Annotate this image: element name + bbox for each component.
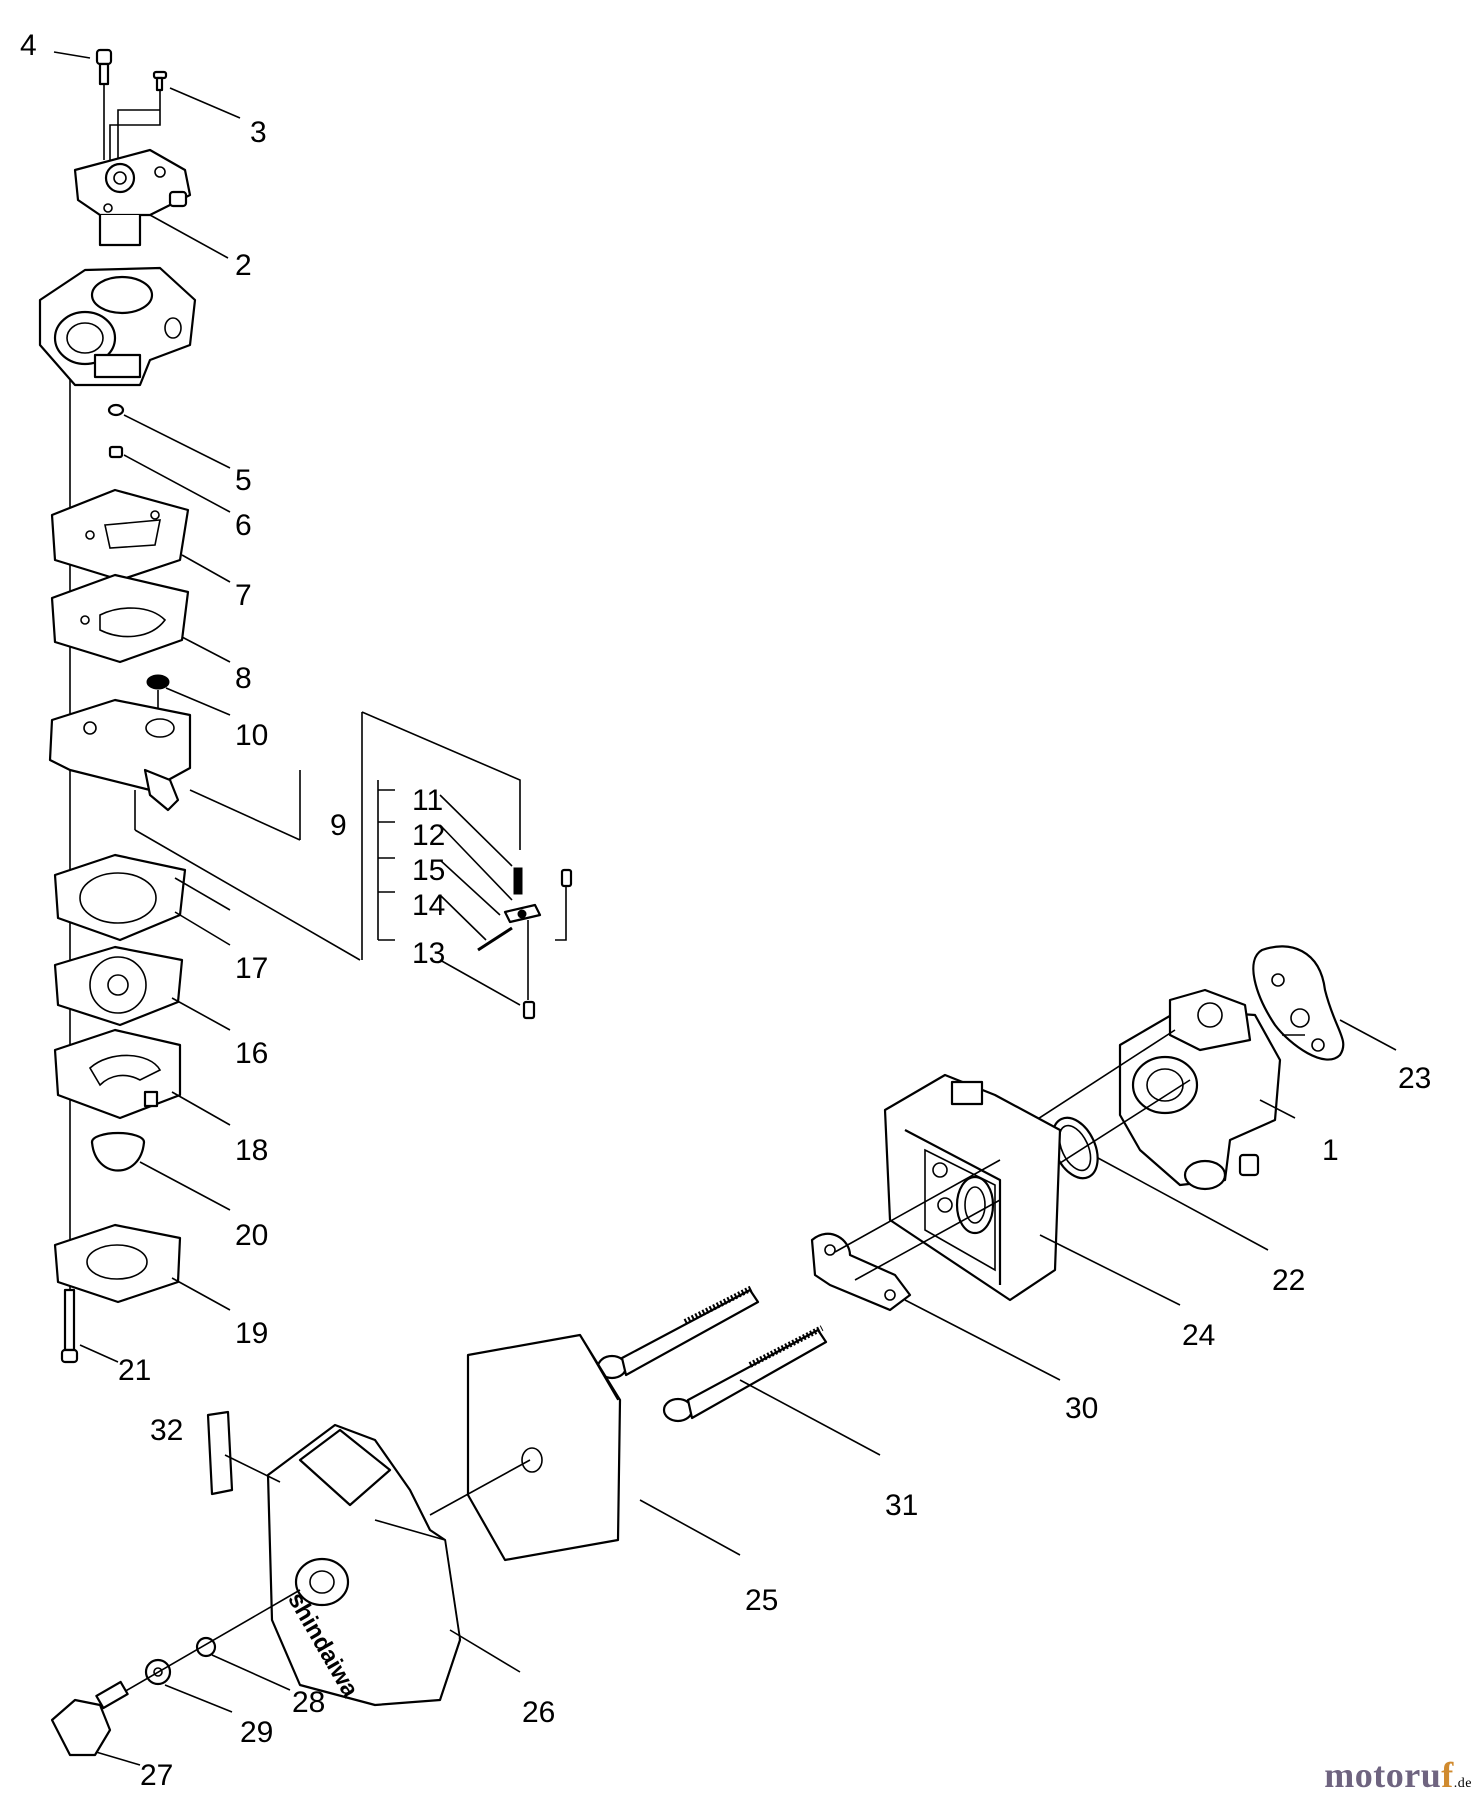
callout-28: 28 [292,1686,325,1719]
callout-9: 9 [330,809,347,842]
callout-32: 32 [150,1414,183,1447]
watermark: motoruf.de [1324,1754,1472,1796]
callout-4: 4 [20,29,37,62]
part-2-throttle-body [73,148,192,247]
part-13-screw [522,920,536,1020]
part-26-air-filter-cover: shindaiwa [266,1423,462,1707]
callout-22: 22 [1272,1264,1305,1297]
part-1-carburetor-assembly [1118,988,1282,1191]
part-4-screw [95,48,113,160]
callout-labels: 4 3 2 5 6 7 8 10 9 11 12 15 14 13 17 16 … [20,29,1431,1792]
callout-31: 31 [885,1489,918,1522]
part-16-diaphragm [53,945,184,1027]
callout-20: 20 [235,1219,268,1252]
part-24-air-box [883,1073,1062,1302]
part-12-spring [513,867,523,895]
part-18-metering-cover [53,1028,182,1120]
part-25-filter-element [429,1333,622,1562]
part-9-pump-body [48,698,361,961]
part-7-gasket [50,488,190,582]
part-23-gasket [1252,945,1345,1061]
callout-5: 5 [235,464,252,497]
callout-13: 13 [412,937,445,970]
callout-2: 2 [235,249,252,282]
callout-27: 27 [140,1759,173,1792]
part-31-bolt-upper [596,1285,760,1380]
callout-16: 16 [235,1037,268,1070]
callout-24: 24 [1182,1319,1215,1352]
part-21-screw [60,1288,79,1364]
part-15-lever [503,903,542,924]
part-30-bracket [810,1159,1001,1312]
callout-10: 10 [235,719,268,752]
part-carburetor-body [38,266,197,387]
part-8-diaphragm [50,573,190,664]
callout-14: 14 [412,889,445,922]
part-32-label [206,1410,234,1496]
part-31-bolt-lower [662,1325,828,1423]
part-3-screw [109,70,168,160]
callout-6: 6 [235,509,252,542]
watermark-text: motoruf [1324,1755,1454,1795]
group-9-bracket-lines [189,711,521,960]
part-19-retainer [53,1223,182,1304]
callout-23: 23 [1398,1062,1431,1095]
callout-26: 26 [522,1696,555,1729]
part-11-pin [555,868,573,941]
part-14-needle [477,926,513,952]
callout-3: 3 [250,116,267,149]
callout-7: 7 [235,579,252,612]
callout-18: 18 [235,1134,268,1167]
callout-21: 21 [118,1354,151,1387]
callout-1: 1 [1322,1134,1339,1167]
part-20-primer-bulb [90,1131,146,1172]
part-27-wing-knob [50,1680,129,1757]
callout-30: 30 [1065,1392,1098,1425]
leader-lines [53,51,1397,1766]
watermark-suffix: .de [1453,1776,1472,1791]
callout-17: 17 [235,952,268,985]
part-5-washer [107,403,125,417]
callout-19: 19 [235,1317,268,1350]
callout-11: 11 [412,784,443,817]
part-6-nut [108,445,124,459]
callout-25: 25 [745,1584,778,1617]
callout-15: 15 [412,854,445,887]
callout-29: 29 [240,1716,273,1749]
part-17-gasket [53,853,187,942]
callout-12: 12 [412,819,445,852]
callout-8: 8 [235,662,252,695]
